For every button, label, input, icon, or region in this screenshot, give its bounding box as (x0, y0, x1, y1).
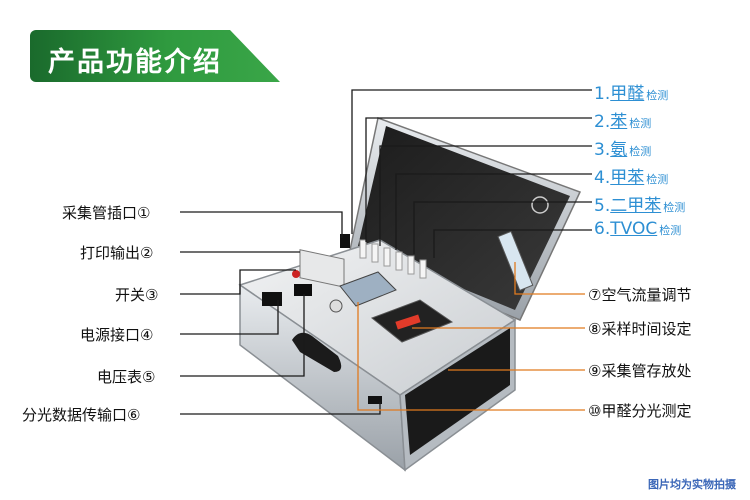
voltmeter (294, 284, 312, 296)
label-sampling-tube-port: 采集管插口① (62, 204, 151, 222)
label-print-output: 打印输出② (80, 244, 154, 262)
banner-title: 产品功能介绍 (48, 47, 222, 78)
detect-toluene: 4.甲苯检测 (594, 168, 669, 188)
detect-xylene: 5.二甲苯检测 (594, 196, 686, 216)
label-tube-storage: ⑨采集管存放处 (588, 362, 692, 380)
photo-note: 图片均为实物拍摄 (648, 478, 736, 491)
detect-benzene: 2.苯检测 (594, 112, 652, 132)
label-power-port: 电源接口④ (80, 326, 154, 344)
detect-ammonia: 3.氨检测 (594, 140, 652, 160)
lcd-screen (339, 271, 397, 307)
title-banner (30, 30, 280, 82)
flowmeter-tube (497, 230, 534, 292)
detect-formaldehyde: 1.甲醛检测 (594, 84, 669, 104)
label-formaldehyde-spectro: ⑩甲醛分光测定 (588, 402, 692, 420)
printer (299, 249, 345, 288)
logo-mark (531, 196, 549, 214)
case-body (238, 234, 517, 472)
top-leader-lines (351, 89, 592, 258)
label-voltmeter: 电压表⑤ (97, 368, 156, 386)
label-sampling-time-setting: ⑧采样时间设定 (588, 320, 692, 338)
label-data-port: 分光数据传输口⑥ (22, 406, 141, 424)
label-air-flow-adjust: ⑦空气流量调节 (588, 286, 692, 304)
label-power-switch: 开关③ (115, 286, 159, 304)
gauge (329, 299, 343, 313)
left-leader-lines (180, 211, 381, 415)
right-leader-lines (357, 262, 585, 411)
